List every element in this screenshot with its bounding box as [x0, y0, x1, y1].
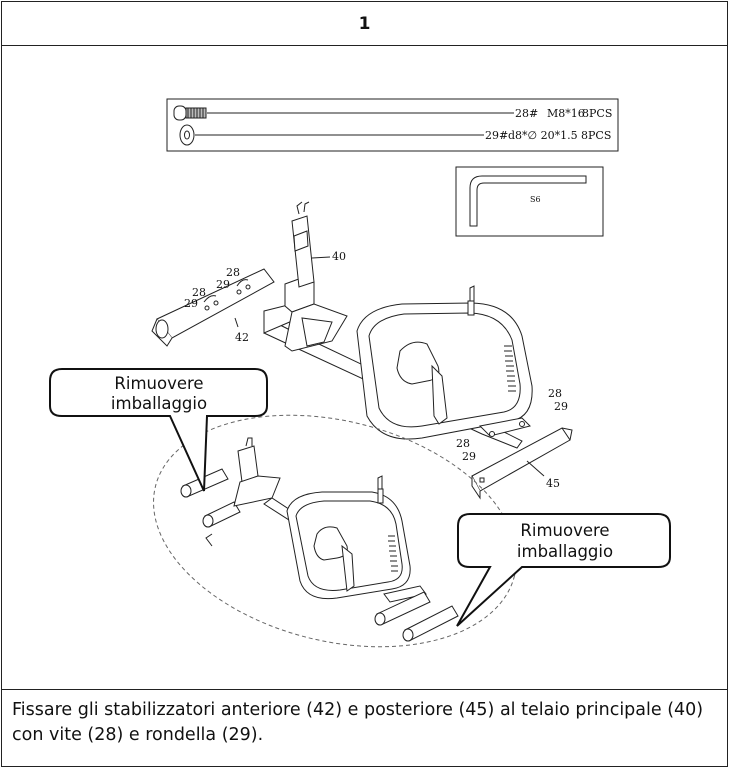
tool-label: S6 — [530, 195, 541, 204]
callout-remove-packaging-left: Rimuovere imballaggio — [49, 368, 268, 492]
label-washer-rear-a: 29 — [554, 400, 568, 413]
step-header: 1 — [2, 2, 727, 46]
label-washer-rear-b: 29 — [462, 450, 476, 463]
step-number: 1 — [358, 13, 371, 34]
allen-key-icon — [469, 175, 587, 227]
lower-packaged-drawing — [180, 437, 459, 642]
label-washer-front-b: 29 — [184, 297, 198, 310]
upper-assembly-drawing — [151, 201, 573, 500]
label-main-frame: 40 — [332, 250, 346, 263]
callout-left-line1: Rimuovere — [114, 374, 203, 393]
washer-icon — [179, 124, 195, 146]
label-bolt-front-b: 28 — [192, 286, 206, 299]
washer-spec: d8*∅ 20*1.5 — [508, 129, 578, 142]
callout-remove-packaging-right: Rimuovere imballaggio — [456, 513, 671, 627]
tool-box: S6 — [455, 166, 604, 237]
bolt-spec: M8*16 — [547, 107, 585, 120]
instruction-text: Fissare gli stabilizzatori anteriore (42… — [2, 689, 727, 766]
assembly-illustration: 28# M8*16 8PCS 29# d8*∅ 20*1.5 8PCS S6 — [49, 98, 671, 648]
upper-part-labels: 40 28 29 28 29 42 28 29 28 29 45 — [184, 250, 568, 490]
assembly-figure: 28# M8*16 8PCS 29# d8*∅ 20*1.5 8PCS S6 — [2, 46, 727, 689]
label-bolt-rear-a: 28 — [548, 387, 562, 400]
label-bolt-rear-b: 28 — [456, 437, 470, 450]
callout-right-line1: Rimuovere — [520, 521, 609, 540]
callout-left-line2: imballaggio — [111, 394, 207, 413]
flywheel-cover — [356, 285, 533, 440]
front-stabilizer — [151, 268, 275, 347]
bolt-code: 28# — [515, 107, 538, 120]
washer-code: 29# — [485, 129, 508, 142]
label-rear-stabilizer: 45 — [546, 477, 560, 490]
callout-right-line2: imballaggio — [517, 542, 613, 561]
bolt-icon — [173, 105, 207, 121]
label-front-stabilizer: 42 — [235, 331, 249, 344]
packaging-area-outline — [153, 414, 517, 648]
label-washer-front-a: 29 — [216, 278, 230, 291]
hardware-box: 28# M8*16 8PCS 29# d8*∅ 20*1.5 8PCS — [166, 98, 619, 152]
main-frame-upright — [284, 201, 348, 352]
washer-qty: 8PCS — [581, 129, 611, 142]
bolt-qty: 8PCS — [582, 107, 612, 120]
label-bolt-front-a: 28 — [226, 266, 240, 279]
